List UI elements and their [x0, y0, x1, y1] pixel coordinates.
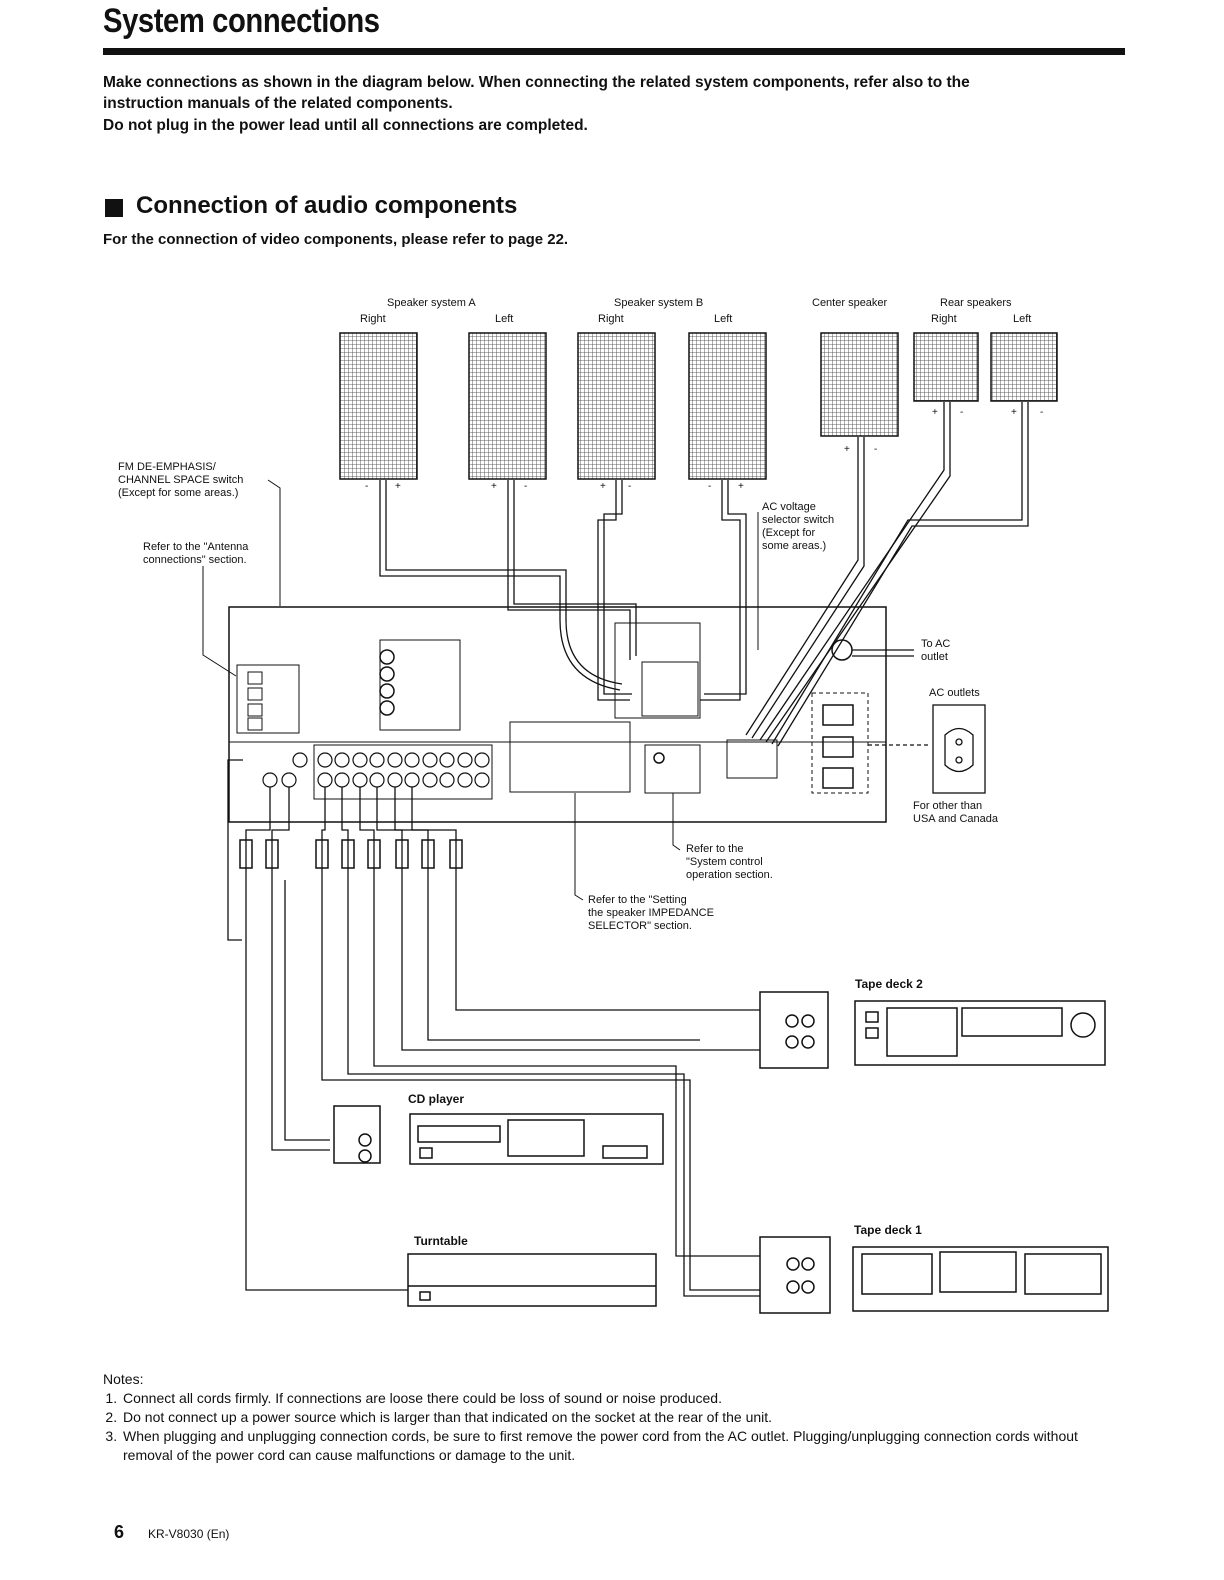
tape-deck-1	[759, 1236, 1109, 1314]
svg-text:+: +	[844, 444, 850, 455]
label-ac-voltage-3: (Except for	[762, 527, 816, 539]
label-system-ref-1: Refer to the	[686, 843, 744, 855]
label-speaker-b-right: Right	[598, 313, 624, 325]
label-fm-switch-1: FM DE-EMPHASIS/	[118, 461, 216, 473]
speaker-a-right	[339, 332, 418, 480]
receiver-rear-panel	[228, 606, 887, 823]
label-rear-right: Right	[931, 313, 957, 325]
title-rule	[103, 48, 1125, 55]
page-title: System connections	[103, 2, 380, 40]
label-center-speaker: Center speaker	[812, 297, 888, 309]
label-system-ref-2: "System control	[686, 856, 763, 868]
label-ac-voltage-2: selector switch	[762, 514, 835, 526]
label-turntable: Turntable	[414, 1234, 468, 1248]
label-to-ac-1: To AC	[921, 638, 951, 650]
svg-text:-: -	[874, 444, 877, 455]
svg-text:+: +	[1011, 407, 1017, 418]
label-tape-deck-1: Tape deck 1	[854, 1223, 922, 1237]
note-item: Connect all cords firmly. If connections…	[121, 1389, 1131, 1408]
label-antenna-ref-1: Refer to the "Antenna	[143, 541, 249, 553]
model-label: KR-V8030 (En)	[148, 1527, 230, 1541]
speaker-b-right	[577, 332, 656, 480]
label-tape-deck-2: Tape deck 2	[855, 977, 923, 991]
turntable	[407, 1253, 657, 1307]
svg-text:+: +	[738, 481, 744, 492]
label-speaker-a: Speaker system A	[387, 297, 476, 309]
rear-speaker-left	[990, 332, 1058, 402]
label-speaker-a-right: Right	[360, 313, 386, 325]
label-ac-voltage-1: AC voltage	[762, 501, 816, 513]
svg-text:+: +	[491, 481, 497, 492]
svg-text:+: +	[932, 407, 938, 418]
label-rear-left: Left	[1013, 313, 1032, 325]
label-impedance-ref-2: the speaker IMPEDANCE	[588, 907, 714, 919]
label-speaker-b-left: Left	[714, 313, 733, 325]
section-bullet	[105, 199, 123, 217]
label-other-than-2: USA and Canada	[913, 813, 999, 825]
label-to-ac-2: outlet	[921, 651, 948, 663]
page-number: 6	[114, 1522, 125, 1542]
label-impedance-ref-1: Refer to the "Setting	[588, 894, 687, 906]
notes: Notes: Connect all cords firmly. If conn…	[103, 1370, 1131, 1465]
label-rear-speakers: Rear speakers	[940, 297, 1012, 309]
label-cd-player: CD player	[408, 1092, 465, 1106]
label-antenna-ref-2: connections" section.	[143, 554, 247, 566]
label-other-than-1: For other than	[913, 800, 983, 812]
intro-line-2: instruction manuals of the related compo…	[103, 95, 453, 112]
notes-heading: Notes:	[103, 1371, 144, 1387]
note-item: Do not connect up a power source which i…	[121, 1408, 1131, 1427]
label-fm-switch-3: (Except for some areas.)	[118, 487, 239, 499]
label-impedance-ref-3: SELECTOR" section.	[588, 920, 692, 932]
cd-player	[333, 1105, 664, 1165]
label-ac-outlets: AC outlets	[929, 687, 980, 699]
note-item: When plugging and unplugging connection …	[121, 1427, 1131, 1465]
svg-text:-: -	[628, 481, 631, 492]
label-speaker-a-left: Left	[495, 313, 514, 325]
section-subtitle: For the connection of video components, …	[103, 231, 569, 248]
svg-text:-: -	[524, 481, 527, 492]
label-fm-switch-2: CHANNEL SPACE switch	[118, 474, 244, 486]
svg-text:-: -	[708, 481, 711, 492]
label-system-ref-3: operation section.	[686, 869, 773, 881]
svg-text:-: -	[960, 407, 963, 418]
svg-text:-: -	[1040, 407, 1043, 418]
svg-text:-: -	[365, 481, 368, 492]
intro-line-1: Make connections as shown in the diagram…	[103, 74, 970, 91]
speaker-a-left	[468, 332, 547, 480]
tape-deck-2	[759, 991, 1106, 1069]
speaker-b-left	[688, 332, 767, 480]
intro-line-3: Do not plug in the power lead until all …	[103, 117, 588, 134]
label-speaker-b: Speaker system B	[614, 297, 704, 309]
svg-text:+: +	[600, 481, 606, 492]
center-speaker	[820, 332, 899, 437]
rear-speaker-right	[913, 332, 979, 402]
label-ac-voltage-4: some areas.)	[762, 540, 827, 552]
section-title: Connection of audio components	[136, 192, 518, 219]
svg-text:+: +	[395, 481, 401, 492]
